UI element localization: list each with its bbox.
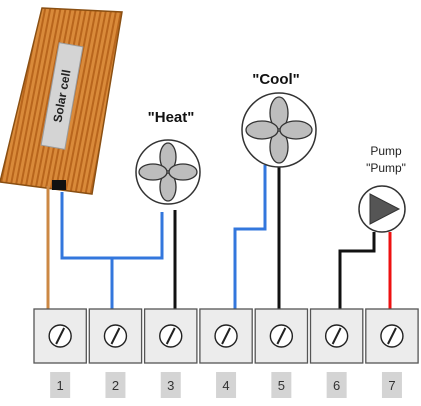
terminal-number-label: 2	[112, 378, 119, 393]
terminal-number-label: 6	[333, 378, 340, 393]
terminal-7	[365, 308, 419, 364]
terminal-number-box	[271, 372, 292, 398]
heat-fan-label: "Heat"	[148, 109, 195, 126]
cool-fan-icon	[241, 92, 317, 168]
terminal-number-label: 4	[222, 378, 229, 393]
terminal-number-label: 5	[278, 378, 285, 393]
cool-fan-label: "Cool"	[252, 71, 300, 88]
pump-label-line-1: Pump	[370, 144, 402, 158]
heat-fan-icon	[135, 139, 201, 205]
terminal-number-box	[105, 372, 126, 398]
terminal-5	[254, 308, 309, 364]
screw-slot	[165, 327, 176, 345]
screw-slot	[331, 327, 342, 345]
terminal-number-box	[160, 372, 181, 398]
screw-slot	[55, 327, 66, 345]
terminal-number-label: 3	[167, 378, 174, 393]
terminal-number-label: 1	[57, 378, 64, 393]
terminal-number-label: 7	[388, 378, 395, 393]
terminal-2	[88, 308, 143, 364]
terminal-3	[143, 308, 198, 364]
solar-cell-connector	[52, 180, 66, 190]
wire-cool-fan-to-terminal-4	[233, 165, 267, 309]
terminal-body	[199, 308, 253, 364]
pump-icon	[358, 185, 406, 233]
wires	[46, 165, 392, 309]
terminal-number-box	[216, 372, 237, 398]
terminal-4	[199, 308, 253, 364]
terminal-number-box	[326, 372, 347, 398]
terminal-6	[309, 308, 364, 364]
terminal-number-box	[381, 372, 402, 398]
screw-slot	[276, 327, 287, 345]
solar-cell-panel: Solar cell	[0, 7, 123, 195]
terminal-1	[33, 308, 87, 364]
screw-slot	[110, 327, 121, 345]
wire-pump-to-terminal-6	[338, 232, 376, 309]
solar-cell-label-plate	[40, 42, 84, 150]
terminal-block: 1 2 3 4 5 6 7	[33, 308, 419, 398]
screw-slot	[221, 327, 231, 345]
screw-slot	[387, 327, 397, 345]
terminal-number-box	[50, 372, 71, 398]
wire-solar-to-heat-fan	[60, 192, 164, 260]
pump-label-line-2: "Pump"	[366, 161, 406, 175]
